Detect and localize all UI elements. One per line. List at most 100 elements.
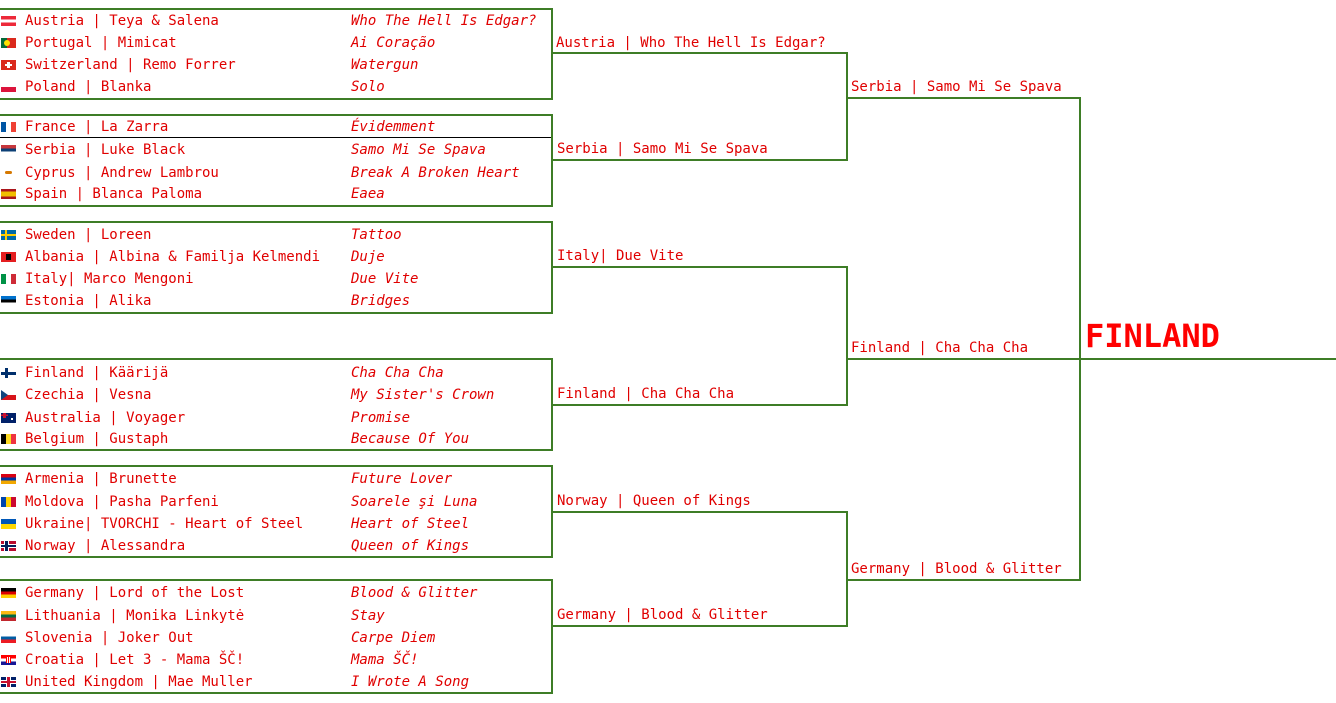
group-winner-label: Austria | Who The Hell Is Edgar? — [556, 35, 826, 51]
entry-song: Heart of Steel — [351, 516, 470, 532]
group-top-line — [0, 114, 553, 116]
lithuania-flag — [1, 611, 16, 621]
bracket-line — [553, 511, 848, 513]
group-top-line — [0, 465, 553, 467]
group-right-line — [551, 114, 553, 207]
entry-country: Belgium | Gustaph — [25, 431, 169, 447]
entry-song: Ai Coração — [351, 35, 436, 51]
group-top-line — [0, 221, 553, 223]
entry-country: Estonia | Alika — [25, 293, 152, 309]
group-top-line — [0, 358, 553, 360]
albania-flag — [1, 252, 16, 262]
entry-country: Finland | Käärijä — [25, 365, 169, 381]
armenia-flag — [1, 474, 16, 484]
sweden-flag — [1, 230, 16, 240]
entry-country: Slovenia | Joker Out — [25, 630, 194, 646]
belgium-flag — [1, 434, 16, 444]
group-winner-label: Italy| Due Vite — [557, 248, 684, 264]
bracket-line — [1079, 97, 1081, 581]
entry-song: Soarele şi Luna — [351, 494, 478, 510]
entry-country: Lithuania | Monika Linkytė — [25, 608, 245, 624]
group-winner-label: Norway | Queen of Kings — [557, 493, 751, 509]
entry-country: Czechia | Vesna — [25, 387, 152, 403]
group-bottom-line — [0, 312, 553, 314]
entry-song: Mama ŠČ! — [351, 652, 419, 668]
entry-country: United Kingdom | Mae Muller — [25, 674, 253, 690]
moldova-flag — [1, 497, 16, 507]
czechia-flag — [1, 390, 16, 400]
entry-song: Because Of You — [351, 431, 470, 447]
entry-country: Serbia | Luke Black — [25, 142, 186, 158]
entry-song: Solo — [351, 79, 385, 95]
entry-country: Australia | Voyager — [25, 410, 186, 426]
cyprus-flag — [1, 168, 16, 178]
entry-country: Albania | Albina & Familja Kelmendi — [25, 249, 321, 265]
entry-country: Armenia | Brunette — [25, 471, 177, 487]
group-top-line — [0, 579, 553, 581]
entry-country: Spain | Blanca Paloma — [25, 186, 203, 202]
divider — [0, 137, 552, 138]
entry-country: Portugal | Mimicat — [25, 35, 177, 51]
entry-country: Austria | Teya & Salena — [25, 13, 219, 29]
entry-country: France | La Zarra — [25, 119, 169, 135]
italy-flag — [1, 274, 16, 284]
entry-country: Cyprus | Andrew Lambrou — [25, 165, 219, 181]
croatia-flag — [1, 655, 16, 665]
group-bottom-line — [0, 205, 553, 207]
germany-flag — [1, 588, 16, 598]
entry-country: Italy| Marco Mengoni — [25, 271, 194, 287]
group-winner-label: Serbia | Samo Mi Se Spava — [557, 141, 768, 157]
entry-song: Promise — [351, 410, 411, 426]
bracket-line — [553, 625, 848, 627]
ukraine-flag — [1, 519, 16, 529]
entry-song: Stay — [351, 608, 385, 624]
bracket-line — [848, 97, 1081, 99]
bracket-line — [553, 404, 848, 406]
entry-country: Switzerland | Remo Forrer — [25, 57, 236, 73]
entry-country: Norway | Alessandra — [25, 538, 186, 554]
bracket-line — [553, 52, 848, 54]
group-right-line — [551, 579, 553, 694]
entry-song: I Wrote A Song — [351, 674, 470, 690]
norway-flag — [1, 541, 16, 551]
australia-flag — [1, 413, 16, 423]
entry-song: Bridges — [351, 293, 411, 309]
entry-song: Blood & Glitter — [351, 585, 478, 601]
group-winner-label: Finland | Cha Cha Cha — [557, 386, 735, 402]
group-right-line — [551, 465, 553, 558]
round2-winner-label: Germany | Blood & Glitter — [851, 561, 1062, 577]
entry-song: Évidemment — [351, 119, 436, 135]
group-bottom-line — [0, 692, 553, 694]
entry-song: My Sister's Crown — [351, 387, 495, 403]
entry-country: Moldova | Pasha Parfeni — [25, 494, 219, 510]
group-right-line — [551, 358, 553, 451]
serbia-flag — [1, 145, 16, 155]
poland-flag — [1, 82, 16, 92]
bracket-line — [846, 266, 848, 406]
portugal-flag — [1, 38, 16, 48]
entry-country: Germany | Lord of the Lost — [25, 585, 245, 601]
bracket-line — [846, 52, 848, 161]
switzerland-flag — [1, 60, 16, 70]
slovenia-flag — [1, 633, 16, 643]
entry-song: Who The Hell Is Edgar? — [351, 13, 537, 29]
round2-winner-label: Finland | Cha Cha Cha — [851, 340, 1029, 356]
bracket-line — [553, 159, 848, 161]
austria-flag — [1, 16, 16, 26]
france-flag — [1, 122, 16, 132]
bracket-line — [553, 266, 848, 268]
entry-song: Eaea — [351, 186, 385, 202]
group-winner-label: Germany | Blood & Glitter — [557, 607, 768, 623]
group-bottom-line — [0, 449, 553, 451]
estonia-flag — [1, 296, 16, 306]
entry-country: Poland | Blanka — [25, 79, 152, 95]
group-bottom-line — [0, 556, 553, 558]
entry-song: Samo Mi Se Spava — [351, 142, 486, 158]
finland-flag — [1, 368, 16, 378]
spain-flag — [1, 189, 16, 199]
entry-song: Cha Cha Cha — [351, 365, 444, 381]
round2-winner-label: Serbia | Samo Mi Se Spava — [851, 79, 1062, 95]
bracket-line — [846, 511, 848, 627]
entry-country: Croatia | Let 3 - Mama ŠČ! — [25, 652, 245, 668]
entry-song: Future Lover — [351, 471, 453, 487]
